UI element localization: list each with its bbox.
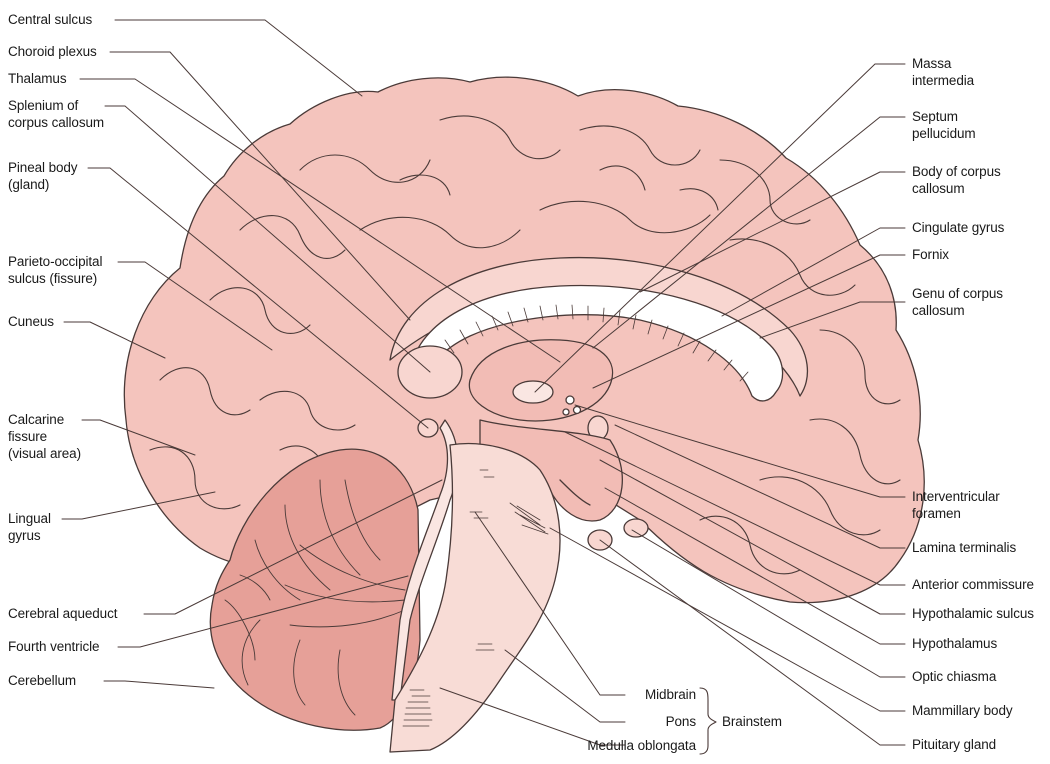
label-medulla: Medulla oblongata xyxy=(500,737,696,754)
brainstem-brace xyxy=(700,688,716,754)
label-interventricular-foramen: Interventricular foramen xyxy=(912,488,1000,522)
label-lamina-terminalis: Lamina terminalis xyxy=(912,539,1016,556)
label-fourth-ventricle: Fourth ventricle xyxy=(8,638,99,655)
label-choroid-plexus: Choroid plexus xyxy=(8,43,97,60)
label-cerebellum: Cerebellum xyxy=(8,672,76,689)
label-thalamus: Thalamus xyxy=(8,70,66,87)
label-septum-pellucidum: Septum pellucidum xyxy=(912,108,976,142)
label-cerebral-aqueduct: Cerebral aqueduct xyxy=(8,605,117,622)
label-pituitary-gland: Pituitary gland xyxy=(912,736,996,753)
label-hypothalamus: Hypothalamus xyxy=(912,635,997,652)
label-cingulate-gyrus: Cingulate gyrus xyxy=(912,219,1004,236)
label-mammillary-body: Mammillary body xyxy=(912,702,1013,719)
label-optic-chiasma: Optic chiasma xyxy=(912,668,996,685)
label-hypothalamic-sulcus: Hypothalamic sulcus xyxy=(912,605,1034,622)
optic-chiasma-shape xyxy=(624,519,648,537)
label-pons: Pons xyxy=(560,713,696,730)
label-parieto-occipital: Parieto-occipital sulcus (fissure) xyxy=(8,253,102,287)
label-anterior-commissure: Anterior commissure xyxy=(912,576,1034,593)
label-genu: Genu of corpus callosum xyxy=(912,285,1003,319)
label-massa-intermedia: Massa intermedia xyxy=(912,55,974,89)
massa-intermedia-shape xyxy=(513,381,553,403)
label-lingual: Lingual gyrus xyxy=(8,510,51,544)
label-cuneus: Cuneus xyxy=(8,313,54,330)
label-central-sulcus: Central sulcus xyxy=(8,11,92,28)
label-midbrain: Midbrain xyxy=(560,686,696,703)
label-splenium: Splenium of corpus callosum xyxy=(8,97,104,131)
label-calcarine: Calcarine fissure (visual area) xyxy=(8,411,81,462)
label-pineal-body: Pineal body (gland) xyxy=(8,159,77,193)
label-brainstem: Brainstem xyxy=(722,713,782,730)
label-body-corpus-callosum: Body of corpus callosum xyxy=(912,163,1001,197)
brain-drawing xyxy=(62,20,924,754)
label-fornix: Fornix xyxy=(912,246,949,263)
